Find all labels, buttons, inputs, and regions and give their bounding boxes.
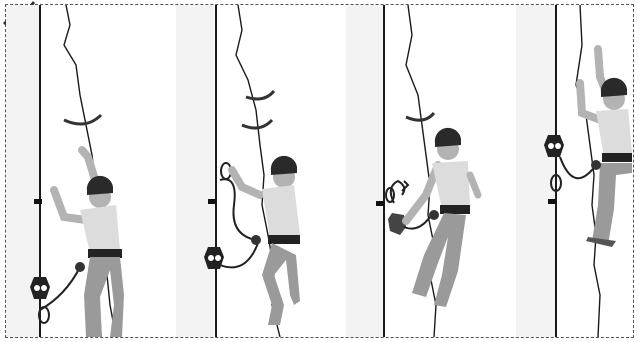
harness (602, 153, 632, 162)
harness (88, 249, 122, 258)
anchor-bolt-icon (34, 199, 42, 204)
harness (268, 235, 300, 244)
rock-face (346, 5, 384, 337)
belay-device-icon (30, 277, 50, 299)
climbing-scene-2 (176, 5, 334, 337)
harness (440, 205, 470, 214)
climbing-scene-1 (6, 5, 164, 337)
anchor-bolt-icon (548, 199, 556, 204)
panel-step-1 (6, 5, 164, 337)
rock-face (176, 5, 214, 337)
panel-step-2 (176, 5, 334, 337)
belay-device-icon (544, 135, 564, 157)
climbing-scene-3 (346, 5, 504, 337)
climbing-scene-4 (516, 5, 632, 337)
panel-step-4 (516, 5, 632, 337)
anchor-bolt-icon (208, 199, 216, 204)
panel-step-3 (346, 5, 504, 337)
rock-face (516, 5, 556, 337)
anchor-bolt-icon (376, 201, 384, 206)
